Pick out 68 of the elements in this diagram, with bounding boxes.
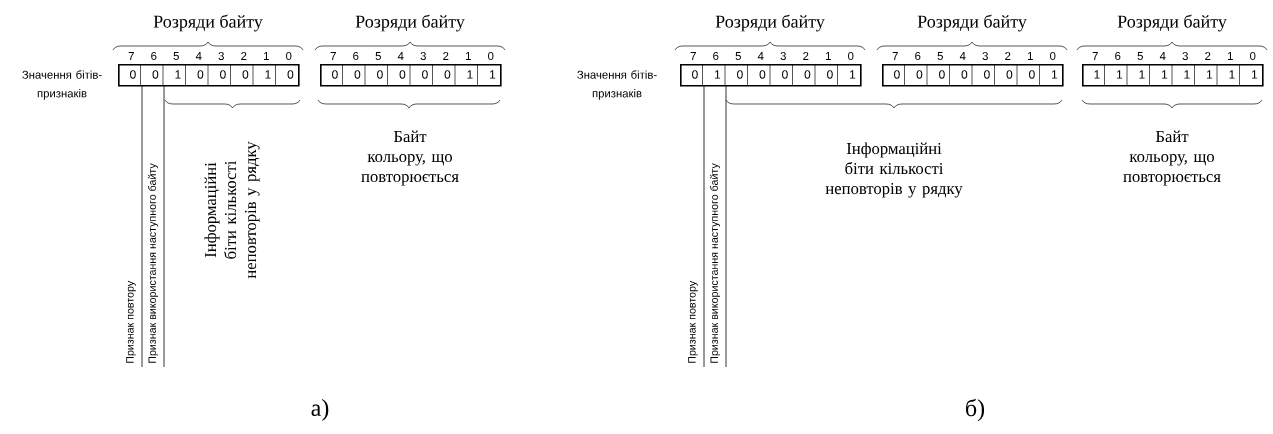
- bit-value: 0: [1029, 70, 1035, 79]
- byte-title: Розряди байту: [1117, 14, 1227, 32]
- bit-value: 0: [692, 70, 698, 79]
- bit-value: 0: [759, 70, 766, 79]
- bit-value: 1: [1184, 70, 1190, 79]
- brace-caption: Інформаційні біти кількості неповторів у рядку: [825, 142, 963, 198]
- bit-register: [882, 63, 1064, 87]
- bit-value: 0: [939, 70, 945, 79]
- bit-value: 1: [1207, 70, 1213, 79]
- bit-value: 0: [422, 70, 428, 79]
- byte-title: Розряди байту: [917, 14, 1027, 32]
- bit-value: 1: [1139, 70, 1145, 79]
- vertical-label: Признак використання наступного байту: [709, 163, 721, 363]
- bit-value: 1: [715, 70, 721, 79]
- bit-value: 0: [984, 70, 990, 79]
- bit-value: 0: [220, 70, 226, 79]
- bit-value: 0: [130, 70, 136, 79]
- bit-number: 7: [330, 52, 336, 60]
- row-label: Значення бітів-признаків: [577, 70, 657, 100]
- bit-value: 0: [894, 70, 900, 79]
- byte-title: Розряди байту: [715, 14, 825, 32]
- bit-value: 0: [804, 70, 811, 79]
- vertical-label: Признак повтору: [688, 280, 698, 363]
- bit-value: 1: [1117, 70, 1123, 79]
- bit-number: 0: [286, 52, 292, 60]
- bit-register: [118, 63, 300, 87]
- bit-number: 7: [1092, 52, 1098, 60]
- bit-value: 1: [490, 70, 496, 79]
- bit-value: 1: [1094, 70, 1100, 79]
- vertical-label: Признак повтору: [126, 280, 136, 363]
- bit-value: 1: [1252, 70, 1258, 79]
- brace-caption: Інформаційні біти кількості неповторів у рядку: [204, 141, 260, 279]
- bit-value: 0: [242, 70, 249, 79]
- row-label: Значення бітів-признаків: [22, 70, 102, 100]
- bit-value: 0: [961, 70, 968, 79]
- bit-register: [1082, 63, 1264, 87]
- bit-value: 1: [265, 70, 271, 79]
- bit-value: 1: [1162, 70, 1168, 79]
- bit-value: 0: [332, 70, 338, 79]
- bit-number: 0: [1050, 52, 1056, 60]
- bit-value: 0: [399, 70, 406, 79]
- vertical-label: Признак використання наступного байту: [147, 163, 159, 363]
- bit-register: [680, 63, 862, 87]
- byte-title: Розряди байту: [355, 14, 465, 32]
- bit-value: 1: [1052, 70, 1058, 79]
- panel-caption: б): [966, 398, 985, 422]
- bit-value: 1: [467, 70, 473, 79]
- bit-value: 0: [1006, 70, 1013, 79]
- bit-value: 0: [916, 70, 923, 79]
- bit-value: 0: [152, 70, 159, 79]
- bit-value: 0: [737, 70, 743, 79]
- bit-value: 0: [827, 70, 833, 79]
- bit-value: 1: [1229, 70, 1235, 79]
- bit-value: 0: [197, 70, 204, 79]
- brace-caption: Байт кольору, що повторюється: [361, 130, 459, 186]
- bit-register: [320, 63, 502, 87]
- bit-value: 0: [354, 70, 361, 79]
- bit-value: 1: [850, 70, 856, 79]
- bit-value: 0: [377, 70, 383, 79]
- brace-caption: Байт кольору, що повторюється: [1123, 130, 1221, 186]
- panel-caption: а): [311, 399, 329, 421]
- bit-value: 0: [287, 70, 294, 79]
- bit-value: 0: [444, 70, 451, 79]
- byte-title: Розряди байту: [153, 14, 263, 32]
- bit-number: 7: [892, 52, 898, 60]
- bit-value: 0: [782, 70, 788, 79]
- bit-value: 1: [175, 70, 181, 79]
- bit-number: 0: [848, 52, 854, 60]
